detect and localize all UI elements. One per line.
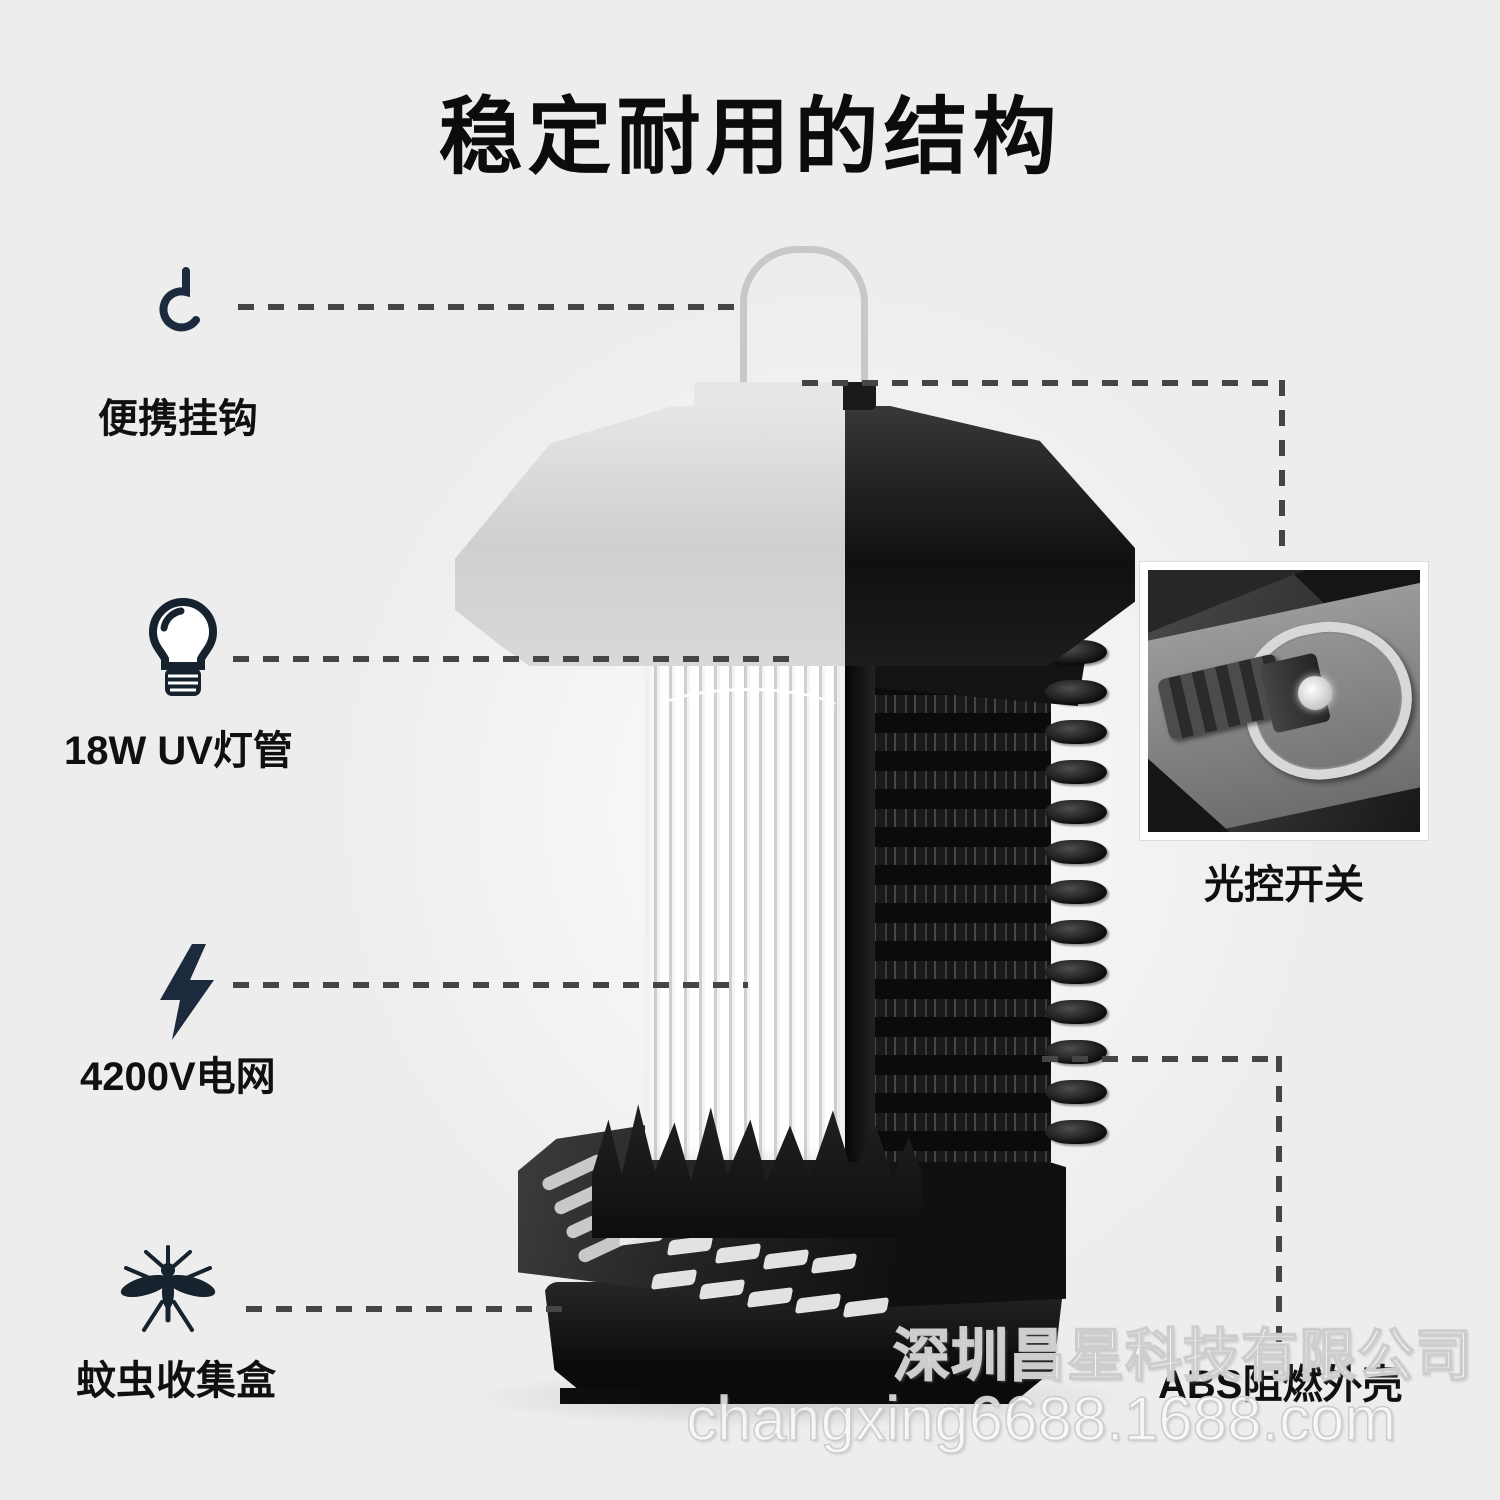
connector-hook [238,304,743,310]
coil-ring [1045,680,1107,704]
coil-ring [1045,920,1107,944]
connector-shell-vertical [1276,1056,1282,1348]
product-cage-corner-post [845,637,875,1162]
product-spring-coils [1045,640,1107,1160]
switch-inset-photo [1140,562,1428,840]
mosquito-icon [120,1245,216,1332]
callout-label-collector-box: 蚊虫收集盒 [76,1359,276,1403]
product-hook-mount [694,382,876,410]
watermark-url: changxing6688.1688.com [685,1384,1397,1455]
product-hanging-hook [740,246,868,405]
coil-ring [1045,800,1107,824]
product-tube-highlight [645,688,851,750]
coil-ring [1045,1080,1107,1104]
callout-label-hook: 便携挂钩 [98,397,258,441]
connector-voltage-grid [233,982,748,988]
connector-shell-horizontal [1042,1056,1282,1062]
page-title: 稳定耐用的结构 [438,90,1062,184]
coil-ring [1045,880,1107,904]
inset-label-light-switch: 光控开关 [1204,863,1364,907]
hook-icon [159,267,200,332]
callout-label-uv-lamp: 18W UV灯管 [64,729,293,773]
label-abs-shell: ABS阻燃外壳 [1158,1363,1403,1407]
coil-ring [1045,840,1107,864]
lightning-icon [160,944,214,1040]
connector-switch-vertical [1279,380,1285,558]
coil-ring [1045,960,1107,984]
coil-ring [1045,1000,1107,1024]
product-grill-cage [845,637,1051,1162]
photo-light-sensor-dot [1298,676,1332,710]
connector-collector-box [246,1306,564,1312]
coil-ring [1045,760,1107,784]
coil-ring [1045,1120,1107,1144]
bulb-icon [148,597,218,696]
switch-photo-area [1148,570,1420,832]
callout-label-voltage-grid: 4200V电网 [80,1055,276,1099]
coil-ring [1045,720,1107,744]
connector-uv-lamp [233,656,803,662]
connector-switch-horizontal [802,380,1284,386]
product-top-cap [455,406,1135,666]
product-tray-foot [560,1388,640,1404]
watermark-company: 深圳昌星科技有限公司 [892,1323,1473,1389]
